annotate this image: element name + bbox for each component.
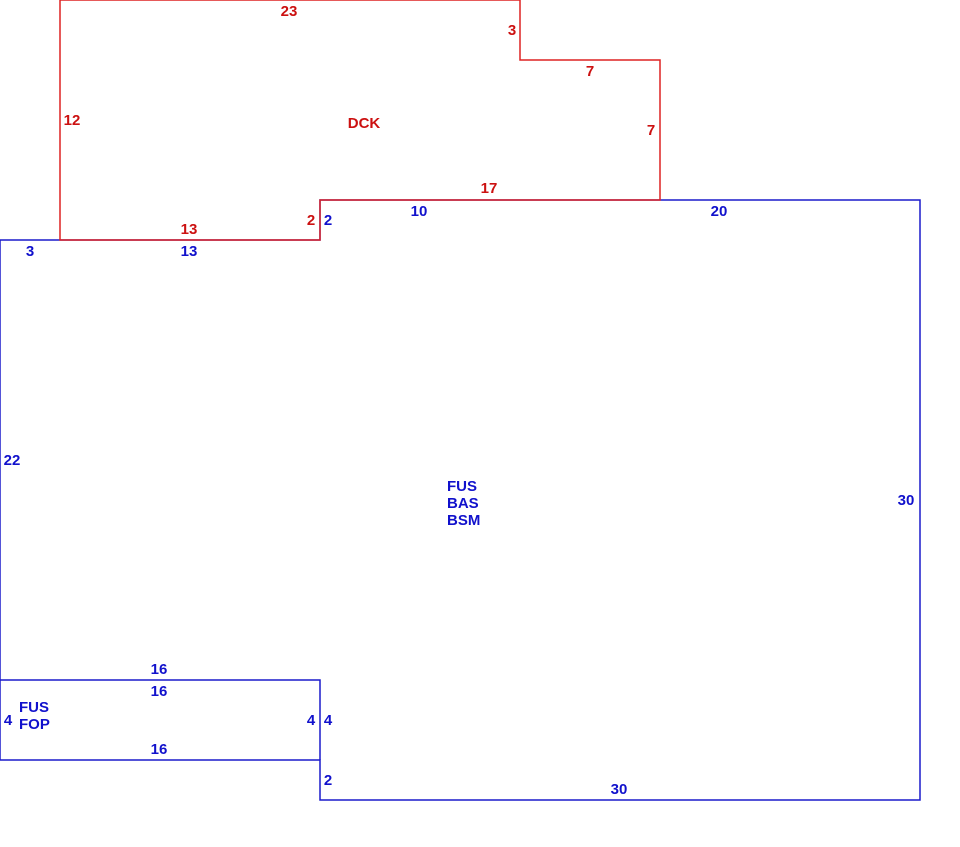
- porch-dim-left: 4: [4, 712, 13, 729]
- house-dim-top-right: 20: [711, 203, 728, 220]
- house-dim-notch: 2: [324, 212, 332, 229]
- deck-dim-bottom-right: 17: [481, 180, 498, 197]
- porch-dim-right-outer: 4: [324, 712, 333, 729]
- deck-dim-bottom-left: 13: [181, 221, 198, 238]
- house-area-label-2: BAS: [447, 495, 479, 512]
- house-dim-bottom: 30: [611, 781, 628, 798]
- house-dim-right: 30: [898, 492, 915, 509]
- deck-outline: [59, 0, 661, 241]
- deck-dim-step-right: 7: [647, 122, 655, 139]
- house-dim-top-left-small: 3: [26, 243, 34, 260]
- porch-dim-right-inner: 4: [307, 712, 316, 729]
- porch-dim-top-outer: 16: [151, 661, 168, 678]
- house-dim-left: 22: [4, 452, 21, 469]
- deck-dim-step-top: 7: [586, 63, 594, 80]
- deck-dim-notch: 2: [307, 212, 315, 229]
- house-dim-bottom-step: 2: [324, 772, 332, 789]
- house-area-label-1: FUS: [447, 478, 477, 495]
- porch-area-label-1: FUS: [19, 699, 49, 716]
- deck-dim-right-step: 3: [508, 22, 516, 39]
- house-area-label-3: BSM: [447, 512, 480, 529]
- house-dim-top-left: 13: [181, 243, 198, 260]
- porch-dim-top-inner: 16: [151, 683, 168, 700]
- deck-area-label: DCK: [348, 115, 381, 132]
- house-dim-top-middle: 10: [411, 203, 428, 220]
- porch-outline: [0, 679, 321, 760]
- deck-dim-left: 12: [64, 112, 81, 129]
- porch-area-label-2: FOP: [19, 716, 50, 733]
- porch-dim-bottom: 16: [151, 741, 168, 758]
- deck-dim-top: 23: [281, 3, 298, 20]
